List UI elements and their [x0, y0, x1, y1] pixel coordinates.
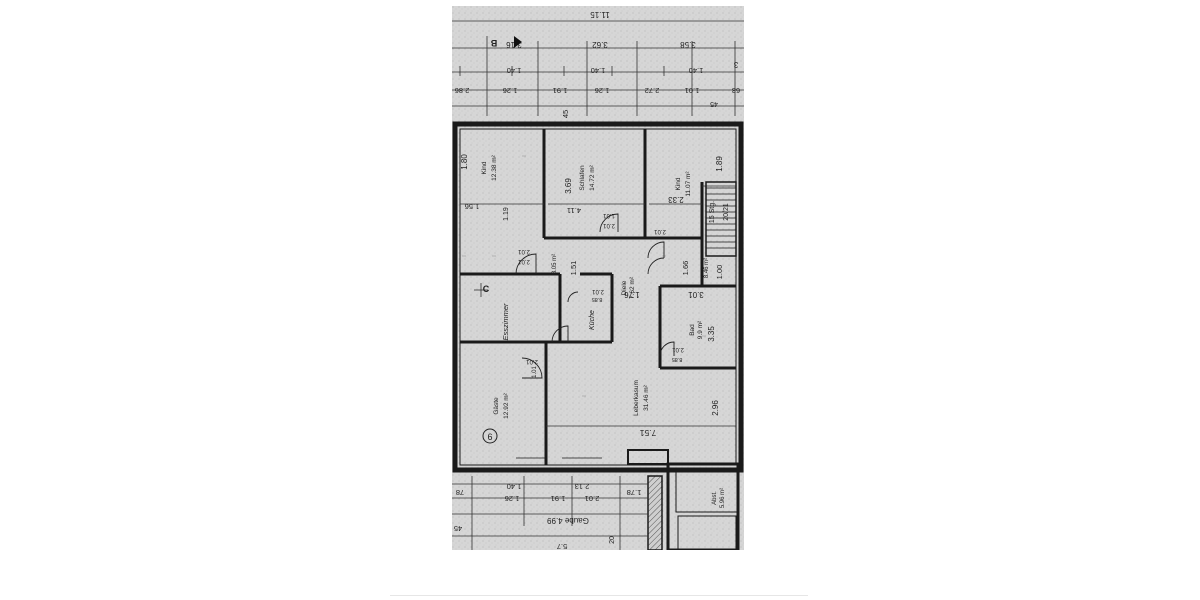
floor-plan-sheet: 11.15 3.16 3.62 3.58 3 1.40 1.40 1.40 2.… [452, 6, 744, 552]
dim-45c: 45 [454, 524, 462, 533]
room-kueche-name: Küche [589, 310, 596, 330]
dim-bottom-4: 2.01 [585, 494, 600, 503]
room-kind1-area: 12.38 m² [491, 154, 498, 180]
dim-top-2: 3.62 [592, 40, 608, 49]
section-b-label: B [490, 38, 497, 48]
dim-335: 3.35 [707, 326, 716, 342]
room-wohnen-area: 31.46 m² [643, 384, 650, 410]
marker-6-label: 6 [487, 432, 492, 442]
dim-kind2-1: 1.89 [715, 156, 724, 172]
dim-45: 45 [561, 110, 570, 118]
dim-kind1-1: 1.80 [460, 154, 469, 170]
door-label-2: 2.01 [518, 258, 530, 264]
dim-bottom-5: 1.78 [627, 488, 642, 497]
tiny-dim-2: 8.85 [672, 356, 683, 362]
room-bad-area: 9.9 m² [697, 320, 704, 339]
thin-lines [460, 185, 736, 427]
dim-top3-4: 1.26 [595, 86, 610, 95]
dim-overall-top: 11.15 [590, 10, 610, 19]
dim-176: 1.76 [624, 290, 640, 299]
door-swings [515, 213, 675, 379]
dim-20: 20 [609, 536, 616, 544]
door-label-5: 2.01 [654, 228, 666, 234]
section-c-label: C [483, 284, 490, 294]
dim-kind1-2: 1.56 [465, 202, 480, 211]
dim-151: 1.51 [569, 261, 578, 276]
dim-top-3: 3.58 [680, 40, 696, 49]
dim-top3-6: 1.01 [685, 86, 700, 95]
staircase [705, 181, 737, 257]
dim-100: 1.00 [715, 265, 724, 280]
dim-schlafen-1: 3.69 [564, 178, 573, 194]
room-esszimmer-name: Esszimmer [501, 303, 510, 341]
exterior-walls [452, 121, 744, 473]
dim-kind2-2: 2.33 [668, 195, 684, 204]
dim-751: 7.51 [639, 428, 656, 438]
page-divider [390, 595, 808, 596]
door-label-3: 1.01 [603, 212, 615, 218]
room-schlafen-name: Schlafen [579, 165, 586, 191]
door-label-1: 2.01 [518, 248, 530, 254]
dim-top2-1: 1.40 [507, 66, 522, 75]
dim-296: 2.96 [711, 400, 720, 416]
section-b-arrow [514, 36, 522, 48]
section-marker-b: B [490, 36, 522, 48]
door-label-9: 1.01 [532, 366, 538, 378]
dim-301: 3.01 [688, 290, 704, 299]
dim-gaube: Gaube 4.99 [547, 516, 589, 525]
door-label-8: 2.01 [526, 358, 538, 364]
dim-bottom-3: 1.91 [551, 494, 566, 503]
dim-schlafen-2: 4.11 [567, 206, 581, 215]
dim-stair-1: 15 Stg. [709, 201, 716, 223]
dim-top3-3: 1.91 [553, 86, 568, 95]
top-dimension-lines [452, 20, 744, 116]
room-abst-area: 5.96 m² [720, 488, 726, 508]
room-kind2-name: Kind [675, 177, 682, 190]
interior-walls [460, 129, 736, 465]
dim-45b: 45 [710, 100, 718, 107]
dim-stair-2: 20/21 [723, 203, 730, 221]
tiny-dim-1: 8.85 [592, 296, 603, 302]
dim-bottom2-2: 2.13 [575, 482, 590, 491]
dim-bottom-2: 1.26 [505, 494, 520, 503]
room-kind1-name: Kind [481, 161, 488, 174]
marker-6: 6 [482, 428, 498, 444]
room-wc-area: 8.46 m² [704, 258, 710, 278]
dim-top3-1: 2.86 [455, 86, 470, 95]
room-gaeste-name: Gäste [493, 397, 500, 415]
dim-bottom2-1: 1.40 [507, 482, 522, 491]
room-schlafen-area: 14.72 m² [589, 164, 596, 190]
door-label-4: 2.01 [603, 222, 615, 228]
dim-top-1: 3.16 [506, 40, 522, 49]
floor-plan: 11.15 3.16 3.62 3.58 3 1.40 1.40 1.40 2.… [452, 6, 744, 552]
room-diele-area: 7.62 m² [629, 276, 636, 299]
dim-top-4: 3 [733, 60, 738, 69]
plan-background [452, 6, 744, 550]
room-bad-name: Bad [689, 324, 696, 336]
dim-119: 1.19 [503, 207, 510, 221]
door-label-6: 2.01 [592, 288, 604, 294]
room-wohnen-name: Leberkasum [633, 380, 640, 416]
dim-top2-2: 1.40 [591, 66, 606, 75]
bottom-dimension-lines [452, 476, 648, 550]
dim-top2-3: 1.40 [689, 66, 704, 75]
room-gaeste-area: 12.92 m² [503, 392, 510, 418]
room-diele-name: Diele [621, 280, 628, 295]
dim-57: 5.7 [557, 542, 567, 550]
dim-top3-2: 1.26 [503, 86, 518, 95]
dim-166: 1.66 [681, 261, 690, 276]
dim-top3-7: 63 [732, 86, 740, 95]
room-kind2-area: 11.07 m² [685, 171, 692, 197]
dim-top3-5: 2.72 [645, 86, 660, 95]
door-label-7: 2.01 [672, 346, 684, 352]
room-flur-area: 8.05 m² [552, 254, 558, 274]
dim-bottom-1: 78 [456, 488, 464, 497]
room-abst-name: Abst. [712, 491, 718, 505]
